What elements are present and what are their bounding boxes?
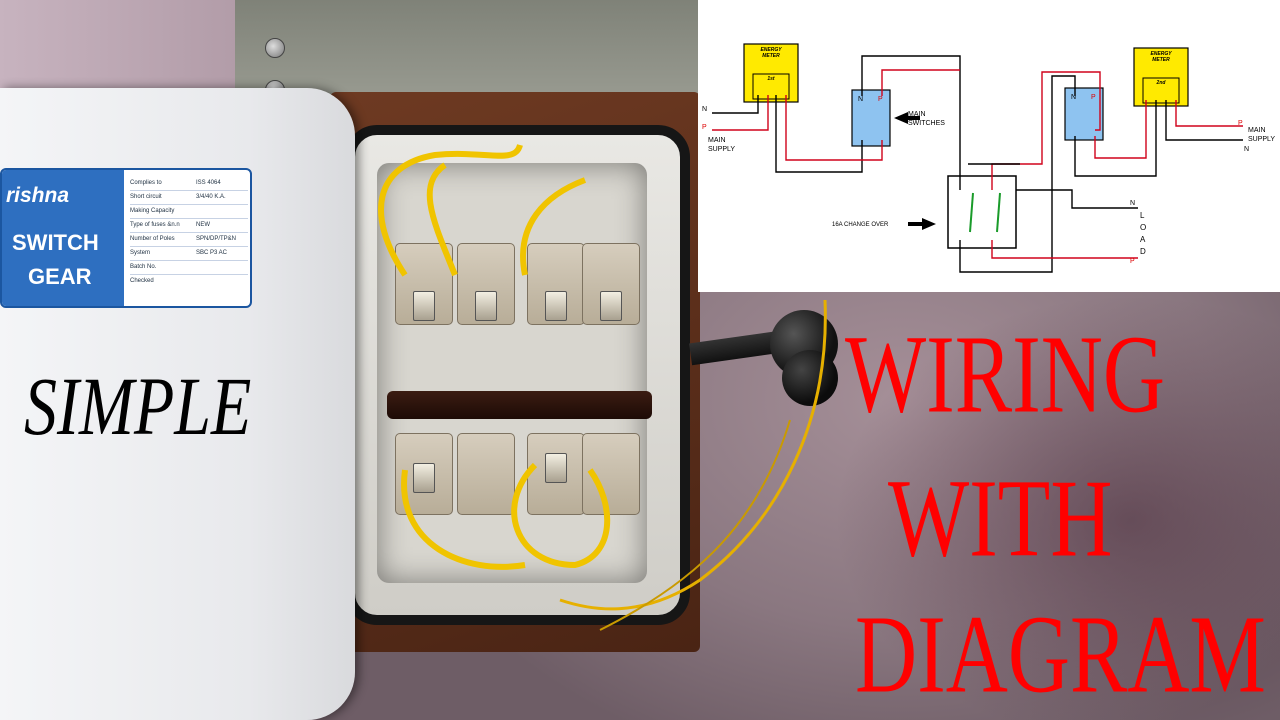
change-over-label: 16A CHANGE OVER xyxy=(832,222,889,228)
right-n-label: N xyxy=(1244,146,1250,153)
switch2-n-terminal: N xyxy=(1071,94,1077,101)
caption-with: WITH xyxy=(888,455,1113,581)
switch2-p-terminal: P xyxy=(1091,94,1096,101)
fuse-carrier xyxy=(457,433,515,515)
meter2-label: ENERGY METER xyxy=(1150,51,1172,63)
yellow-wires xyxy=(378,143,611,570)
spec-row: Checked xyxy=(130,278,154,284)
load-p-label: P xyxy=(1130,258,1135,265)
spec-row: Making Capacity xyxy=(130,204,248,219)
left-n-label: N xyxy=(702,106,708,113)
main-supply-left-label: MAIN SUPPLY xyxy=(708,137,736,153)
right-p-label: P xyxy=(1238,120,1243,127)
switch-shaft xyxy=(387,391,652,419)
brand-logo: rishna SWITCH GEAR xyxy=(2,170,124,306)
caption-diagram: DIAGRAM xyxy=(855,591,1266,717)
switch-box-body xyxy=(345,125,690,625)
terminal-screw xyxy=(475,291,497,321)
meter1-number: 1st xyxy=(767,76,775,82)
diagram-wires xyxy=(712,43,1243,273)
meter2-number: 2nd xyxy=(1156,80,1166,86)
caption-simple: SIMPLE xyxy=(24,361,252,453)
terminal-screw xyxy=(413,291,435,321)
screw-icon xyxy=(265,38,285,58)
terminal-screw xyxy=(545,453,567,483)
left-p-label: P xyxy=(702,124,707,131)
brand-line-gear: GEAR xyxy=(28,264,92,289)
main-switches-label: MAIN SWITCHES xyxy=(908,111,945,127)
switch1-n-terminal: N xyxy=(858,96,864,103)
brand-name: rishna xyxy=(6,184,70,207)
switch-knob-lower xyxy=(782,350,838,406)
terminal-screw xyxy=(545,291,567,321)
brand-line-switch: SWITCH xyxy=(12,230,99,255)
spec-row: Batch No. xyxy=(130,260,248,275)
terminal-screw xyxy=(413,463,435,493)
load-n-label: N xyxy=(1130,200,1136,207)
main-supply-right-label: MAIN SUPPLY xyxy=(1248,127,1276,143)
load-label: LOAD xyxy=(1140,211,1147,256)
caption-wiring: WIRING xyxy=(845,311,1166,437)
terminal-screw xyxy=(600,291,622,321)
switch1-p-terminal: P xyxy=(878,96,883,103)
meter1-label: ENERGY METER xyxy=(760,47,782,59)
wiring-diagram-inset: ENERGY METER 1st ENERGY METER 2nd N P N … xyxy=(698,0,1280,292)
